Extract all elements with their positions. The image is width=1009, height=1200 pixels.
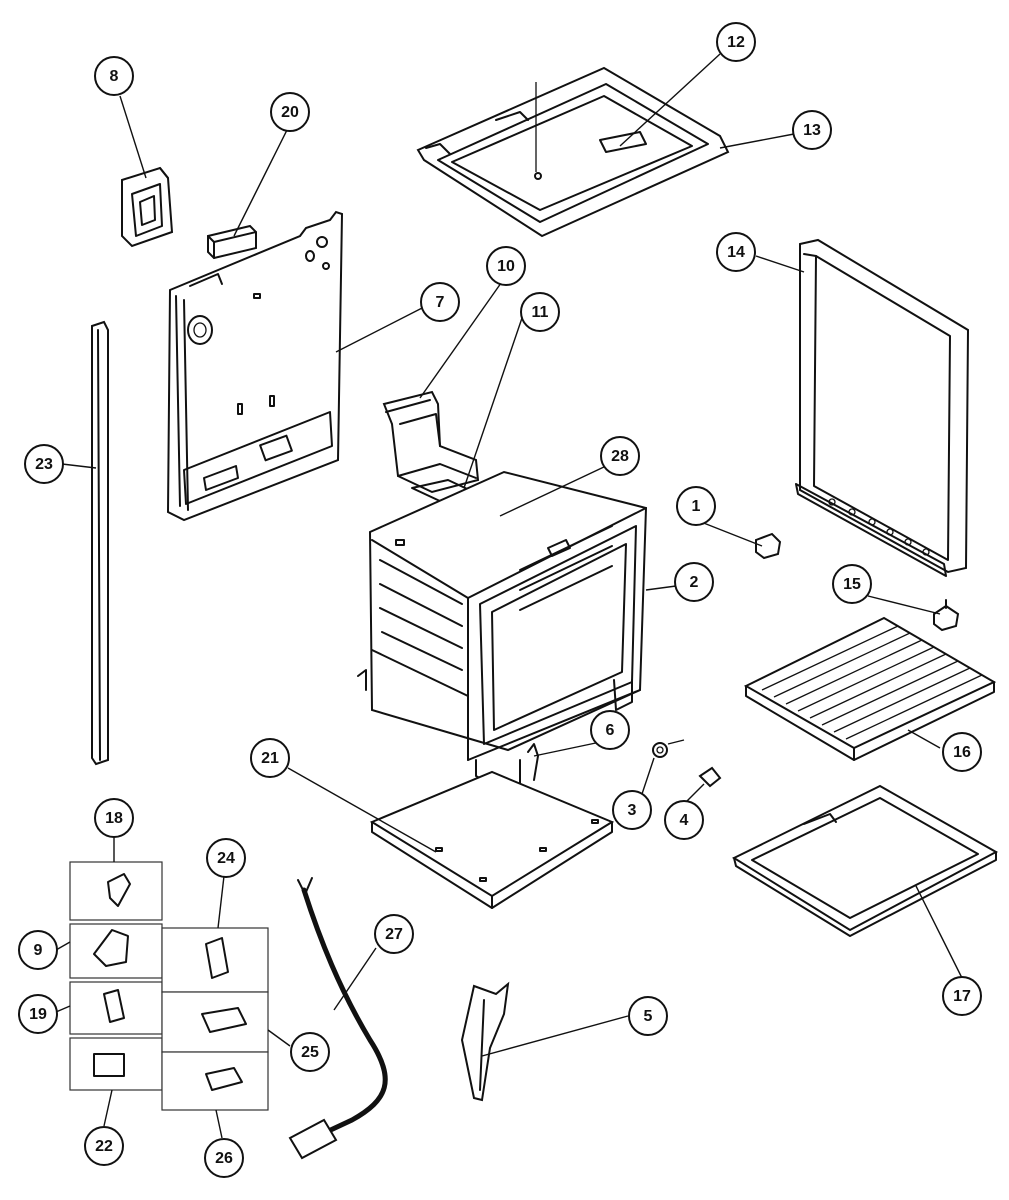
callout-1: 1 <box>676 486 716 526</box>
part-25-icon <box>201 1007 247 1033</box>
part-2-oven-cavity <box>357 470 648 801</box>
callout-24-label: 24 <box>217 850 235 867</box>
part-19-icon <box>103 989 125 1023</box>
part-8-bracket <box>121 166 174 248</box>
callout-25: 25 <box>290 1032 330 1072</box>
callout-12-label: 12 <box>727 34 745 51</box>
callout-21-label: 21 <box>261 750 279 767</box>
callout-1-label: 1 <box>692 498 701 515</box>
part-17-tray <box>731 784 999 937</box>
callout-24: 24 <box>206 838 246 878</box>
callout-19-label: 19 <box>29 1006 47 1023</box>
callout-14-label: 14 <box>727 244 745 261</box>
part-26-icon <box>205 1067 243 1091</box>
callout-13: 13 <box>792 110 832 150</box>
part-1-knob <box>755 532 782 560</box>
callout-13-label: 13 <box>803 122 821 139</box>
callout-17: 17 <box>942 976 982 1016</box>
callout-28: 28 <box>600 436 640 476</box>
callout-7-label: 7 <box>436 294 445 311</box>
callout-6: 6 <box>590 710 630 750</box>
part-6-clip <box>527 743 539 781</box>
callout-3-label: 3 <box>628 802 637 819</box>
callout-18-label: 18 <box>105 810 123 827</box>
part-21-base-plate <box>369 770 615 909</box>
callout-4: 4 <box>664 800 704 840</box>
callout-5-label: 5 <box>644 1008 653 1025</box>
callout-15: 15 <box>832 564 872 604</box>
leader-lines <box>55 53 963 1139</box>
part-20-block <box>207 224 257 260</box>
part-16-oven-rack <box>743 616 997 761</box>
callout-19: 19 <box>18 994 58 1034</box>
part-14-door-frame <box>795 238 970 577</box>
callout-21: 21 <box>250 738 290 778</box>
callout-16-label: 16 <box>953 744 971 761</box>
part-7-back-panel <box>166 210 344 522</box>
callout-12: 12 <box>716 22 756 62</box>
callout-23: 23 <box>24 444 64 484</box>
callout-4-label: 4 <box>680 812 689 829</box>
callout-25-label: 25 <box>301 1044 319 1061</box>
callout-20-label: 20 <box>281 104 299 121</box>
callout-2-label: 2 <box>690 574 699 591</box>
callout-6-label: 6 <box>606 722 615 739</box>
callout-22-label: 22 <box>95 1138 113 1155</box>
part-10-duct <box>382 390 480 494</box>
callout-20: 20 <box>270 92 310 132</box>
part-5-clip <box>460 981 510 1102</box>
part-22-icon <box>93 1053 125 1077</box>
callout-8: 8 <box>94 56 134 96</box>
part-3-spring <box>652 739 685 758</box>
part-23-trim-strip <box>91 320 109 766</box>
callout-10: 10 <box>486 246 526 286</box>
callout-23-label: 23 <box>35 456 53 473</box>
accessory-box-left <box>69 861 163 1091</box>
callout-16: 16 <box>942 732 982 772</box>
callout-15-label: 15 <box>843 576 861 593</box>
callout-17-label: 17 <box>953 988 971 1005</box>
callout-26: 26 <box>204 1138 244 1178</box>
callout-8-label: 8 <box>110 68 119 85</box>
callout-3: 3 <box>612 790 652 830</box>
callout-9-label: 9 <box>34 942 43 959</box>
callout-27-label: 27 <box>385 926 403 943</box>
callout-22: 22 <box>84 1126 124 1166</box>
callout-11: 11 <box>520 292 560 332</box>
callout-9: 9 <box>18 930 58 970</box>
part-15-bolt <box>933 599 960 632</box>
part-12-clip <box>599 131 647 153</box>
callout-2: 2 <box>674 562 714 602</box>
callout-18: 18 <box>94 798 134 838</box>
callout-11-label: 11 <box>532 304 549 321</box>
callout-5: 5 <box>628 996 668 1036</box>
callout-10-label: 10 <box>497 258 515 275</box>
part-24-icon <box>205 937 229 979</box>
part-18-icon <box>107 873 131 907</box>
callout-26-label: 26 <box>215 1150 233 1167</box>
part-9-icon <box>93 929 129 967</box>
accessory-box-right <box>161 927 269 1111</box>
part-13-top-cover <box>416 66 730 238</box>
callout-28-label: 28 <box>611 448 629 465</box>
callout-7: 7 <box>420 282 460 322</box>
part-4-screw <box>698 766 722 788</box>
callout-14: 14 <box>716 232 756 272</box>
callout-27: 27 <box>374 914 414 954</box>
part-27-power-cord <box>288 877 388 1160</box>
